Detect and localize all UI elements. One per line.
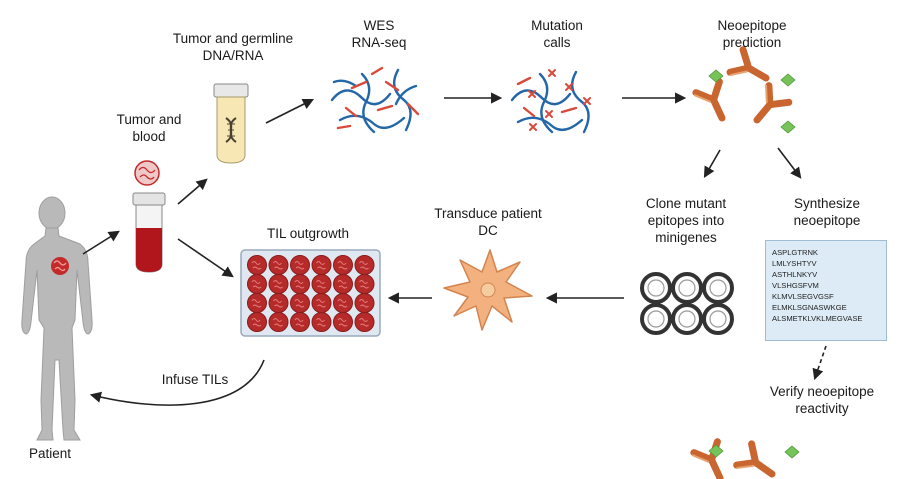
til-plate-icon — [240, 249, 381, 337]
patient-tumor-icon — [51, 257, 69, 275]
neoepitope-prediction-icon — [694, 50, 796, 134]
til-well — [354, 254, 375, 276]
til-well — [354, 311, 375, 333]
peptide-list-box: ASPLGTRNK LMLYSHTYV ASTHLNKYV VLSHGSFVM … — [765, 240, 887, 341]
til-well — [289, 292, 311, 314]
til-well — [289, 273, 311, 295]
til-well — [268, 254, 289, 276]
til-well — [332, 273, 354, 295]
verify-reactivity-icon — [692, 442, 800, 479]
minigene-plasmids-icon — [640, 272, 734, 335]
peptide-sequence: KLMVLSEGVGSF — [772, 292, 834, 301]
til-well — [354, 273, 375, 295]
peptide-sequence: LMLYSHTYV — [772, 259, 817, 268]
workflow-arrows — [82, 92, 827, 406]
infuse-tils-label: Infuse TILs — [161, 372, 229, 387]
til-well — [268, 311, 289, 333]
til-well — [311, 311, 332, 333]
til-well — [332, 311, 354, 333]
til-well — [246, 273, 268, 295]
til-well — [246, 292, 268, 314]
mutation-calls-icon — [510, 69, 591, 134]
til-well — [332, 292, 354, 314]
peptide-sequence: ASTHLNKYV — [772, 270, 818, 279]
til-well — [246, 254, 268, 276]
til-well — [354, 292, 375, 314]
til-well — [268, 273, 289, 295]
til-well — [332, 254, 354, 276]
til-well — [311, 292, 332, 314]
peptide-sequence: ALSMETKLVKLMEGVASE — [772, 314, 863, 323]
til-well — [246, 311, 268, 333]
dendritic-cell-icon — [443, 249, 533, 331]
til-well — [289, 254, 311, 276]
til-well — [311, 273, 332, 295]
til-outgrowth-label: TIL outgrowth — [266, 226, 350, 241]
til-well — [311, 254, 332, 276]
sequencing-reads-icon — [330, 66, 420, 134]
peptide-sequence: ELMKLSGNASWKGE — [772, 303, 847, 312]
dna-tube-icon — [213, 83, 249, 164]
peptide-sequence: ASPLGTRNK — [772, 248, 818, 257]
til-well — [268, 292, 289, 314]
patient-silhouette — [21, 196, 93, 441]
patient-label: Patient — [28, 446, 72, 461]
blood-tube-icon — [132, 160, 166, 273]
til-well — [289, 311, 311, 333]
peptide-sequence: VLSHGSFVM — [772, 281, 819, 290]
